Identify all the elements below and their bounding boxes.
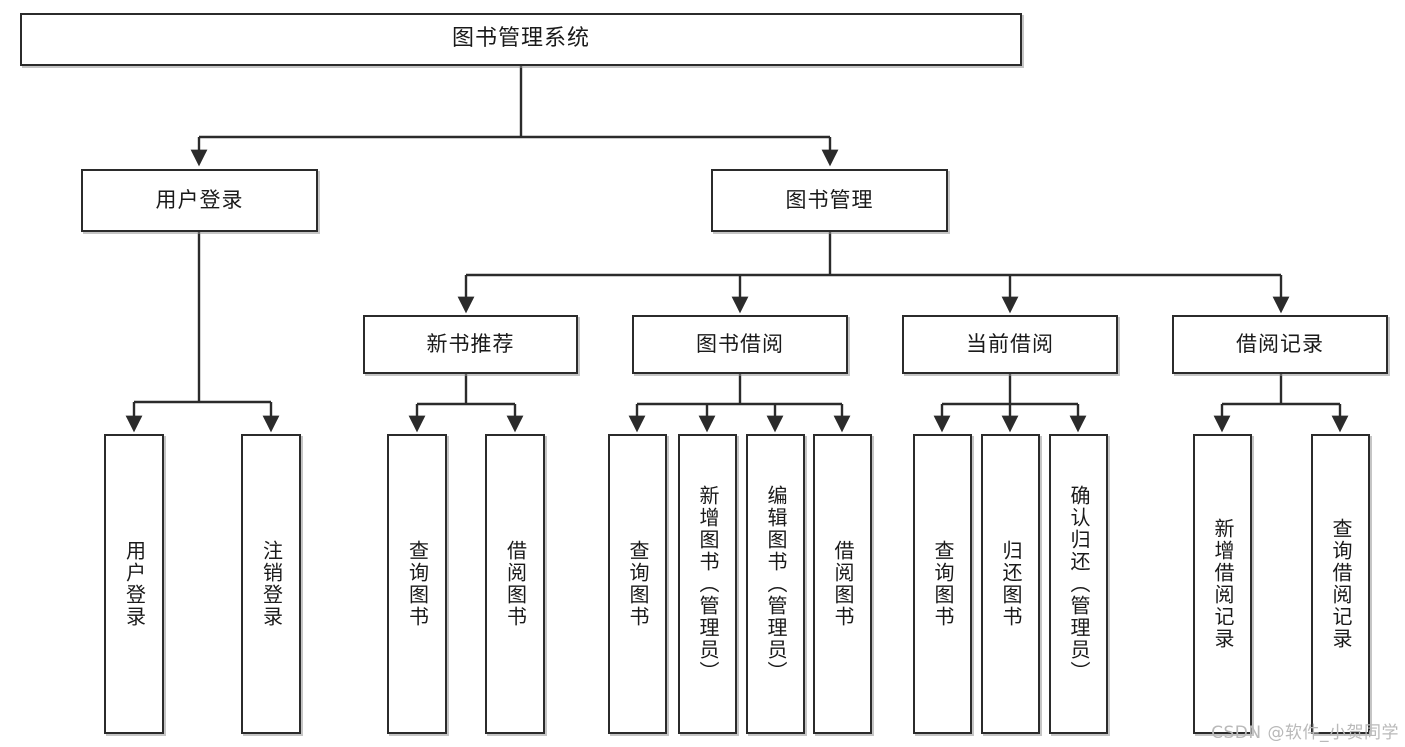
node-label: 当前借阅 xyxy=(966,331,1054,356)
node-user-login[interactable]: 用户登录 xyxy=(81,169,318,232)
node-label: 借阅图书 xyxy=(503,540,528,628)
node-label: 确认归还（管理员） xyxy=(1067,485,1091,683)
leaf-borrow-query-book[interactable]: 查询图书 xyxy=(608,434,667,734)
leaf-borrow-edit-book-admin[interactable]: 编辑图书（管理员） xyxy=(746,434,805,734)
node-label: 新书推荐 xyxy=(426,331,515,356)
leaf-recommend-query-book[interactable]: 查询图书 xyxy=(387,434,447,734)
watermark: CSDN @软件_小贺同学 xyxy=(1211,723,1399,743)
leaf-user-login-login[interactable]: 用户登录 xyxy=(104,434,164,734)
leaf-current-query-book[interactable]: 查询图书 xyxy=(913,434,972,734)
leaf-recommend-borrow-book[interactable]: 借阅图书 xyxy=(485,434,545,734)
node-label: 用户登录 xyxy=(155,187,244,212)
node-book-borrow[interactable]: 图书借阅 xyxy=(632,315,848,374)
node-label: 注销登录 xyxy=(259,540,284,628)
leaf-borrow-add-book-admin[interactable]: 新增图书（管理员） xyxy=(678,434,737,734)
node-book-management[interactable]: 图书管理 xyxy=(711,169,948,232)
node-label: 归还图书 xyxy=(999,540,1023,628)
node-label: 编辑图书（管理员） xyxy=(764,485,788,683)
node-label: 借阅记录 xyxy=(1236,331,1324,356)
node-label: 新增借阅记录 xyxy=(1211,518,1235,650)
node-label: 借阅图书 xyxy=(831,540,855,628)
leaf-current-confirm-return-admin[interactable]: 确认归还（管理员） xyxy=(1049,434,1108,734)
leaf-borrow-borrow-book[interactable]: 借阅图书 xyxy=(813,434,872,734)
node-borrow-record[interactable]: 借阅记录 xyxy=(1172,315,1388,374)
node-label: 查询借阅记录 xyxy=(1329,518,1353,650)
node-root-system[interactable]: 图书管理系统 xyxy=(20,13,1022,66)
node-label: 图书管理系统 xyxy=(451,26,590,52)
node-current-borrow[interactable]: 当前借阅 xyxy=(902,315,1118,374)
node-new-book-recommend[interactable]: 新书推荐 xyxy=(363,315,578,374)
node-label: 查询图书 xyxy=(626,540,650,628)
node-label: 图书借阅 xyxy=(696,331,784,356)
node-label: 用户登录 xyxy=(122,540,147,628)
leaf-current-return-book[interactable]: 归还图书 xyxy=(981,434,1040,734)
node-label: 图书管理 xyxy=(785,187,874,212)
leaf-record-add-record[interactable]: 新增借阅记录 xyxy=(1193,434,1252,734)
node-label: 查询图书 xyxy=(931,540,955,628)
leaf-record-query-record[interactable]: 查询借阅记录 xyxy=(1311,434,1370,734)
node-label: 查询图书 xyxy=(405,540,430,628)
leaf-user-login-logout[interactable]: 注销登录 xyxy=(241,434,301,734)
node-label: 新增图书（管理员） xyxy=(696,485,720,683)
